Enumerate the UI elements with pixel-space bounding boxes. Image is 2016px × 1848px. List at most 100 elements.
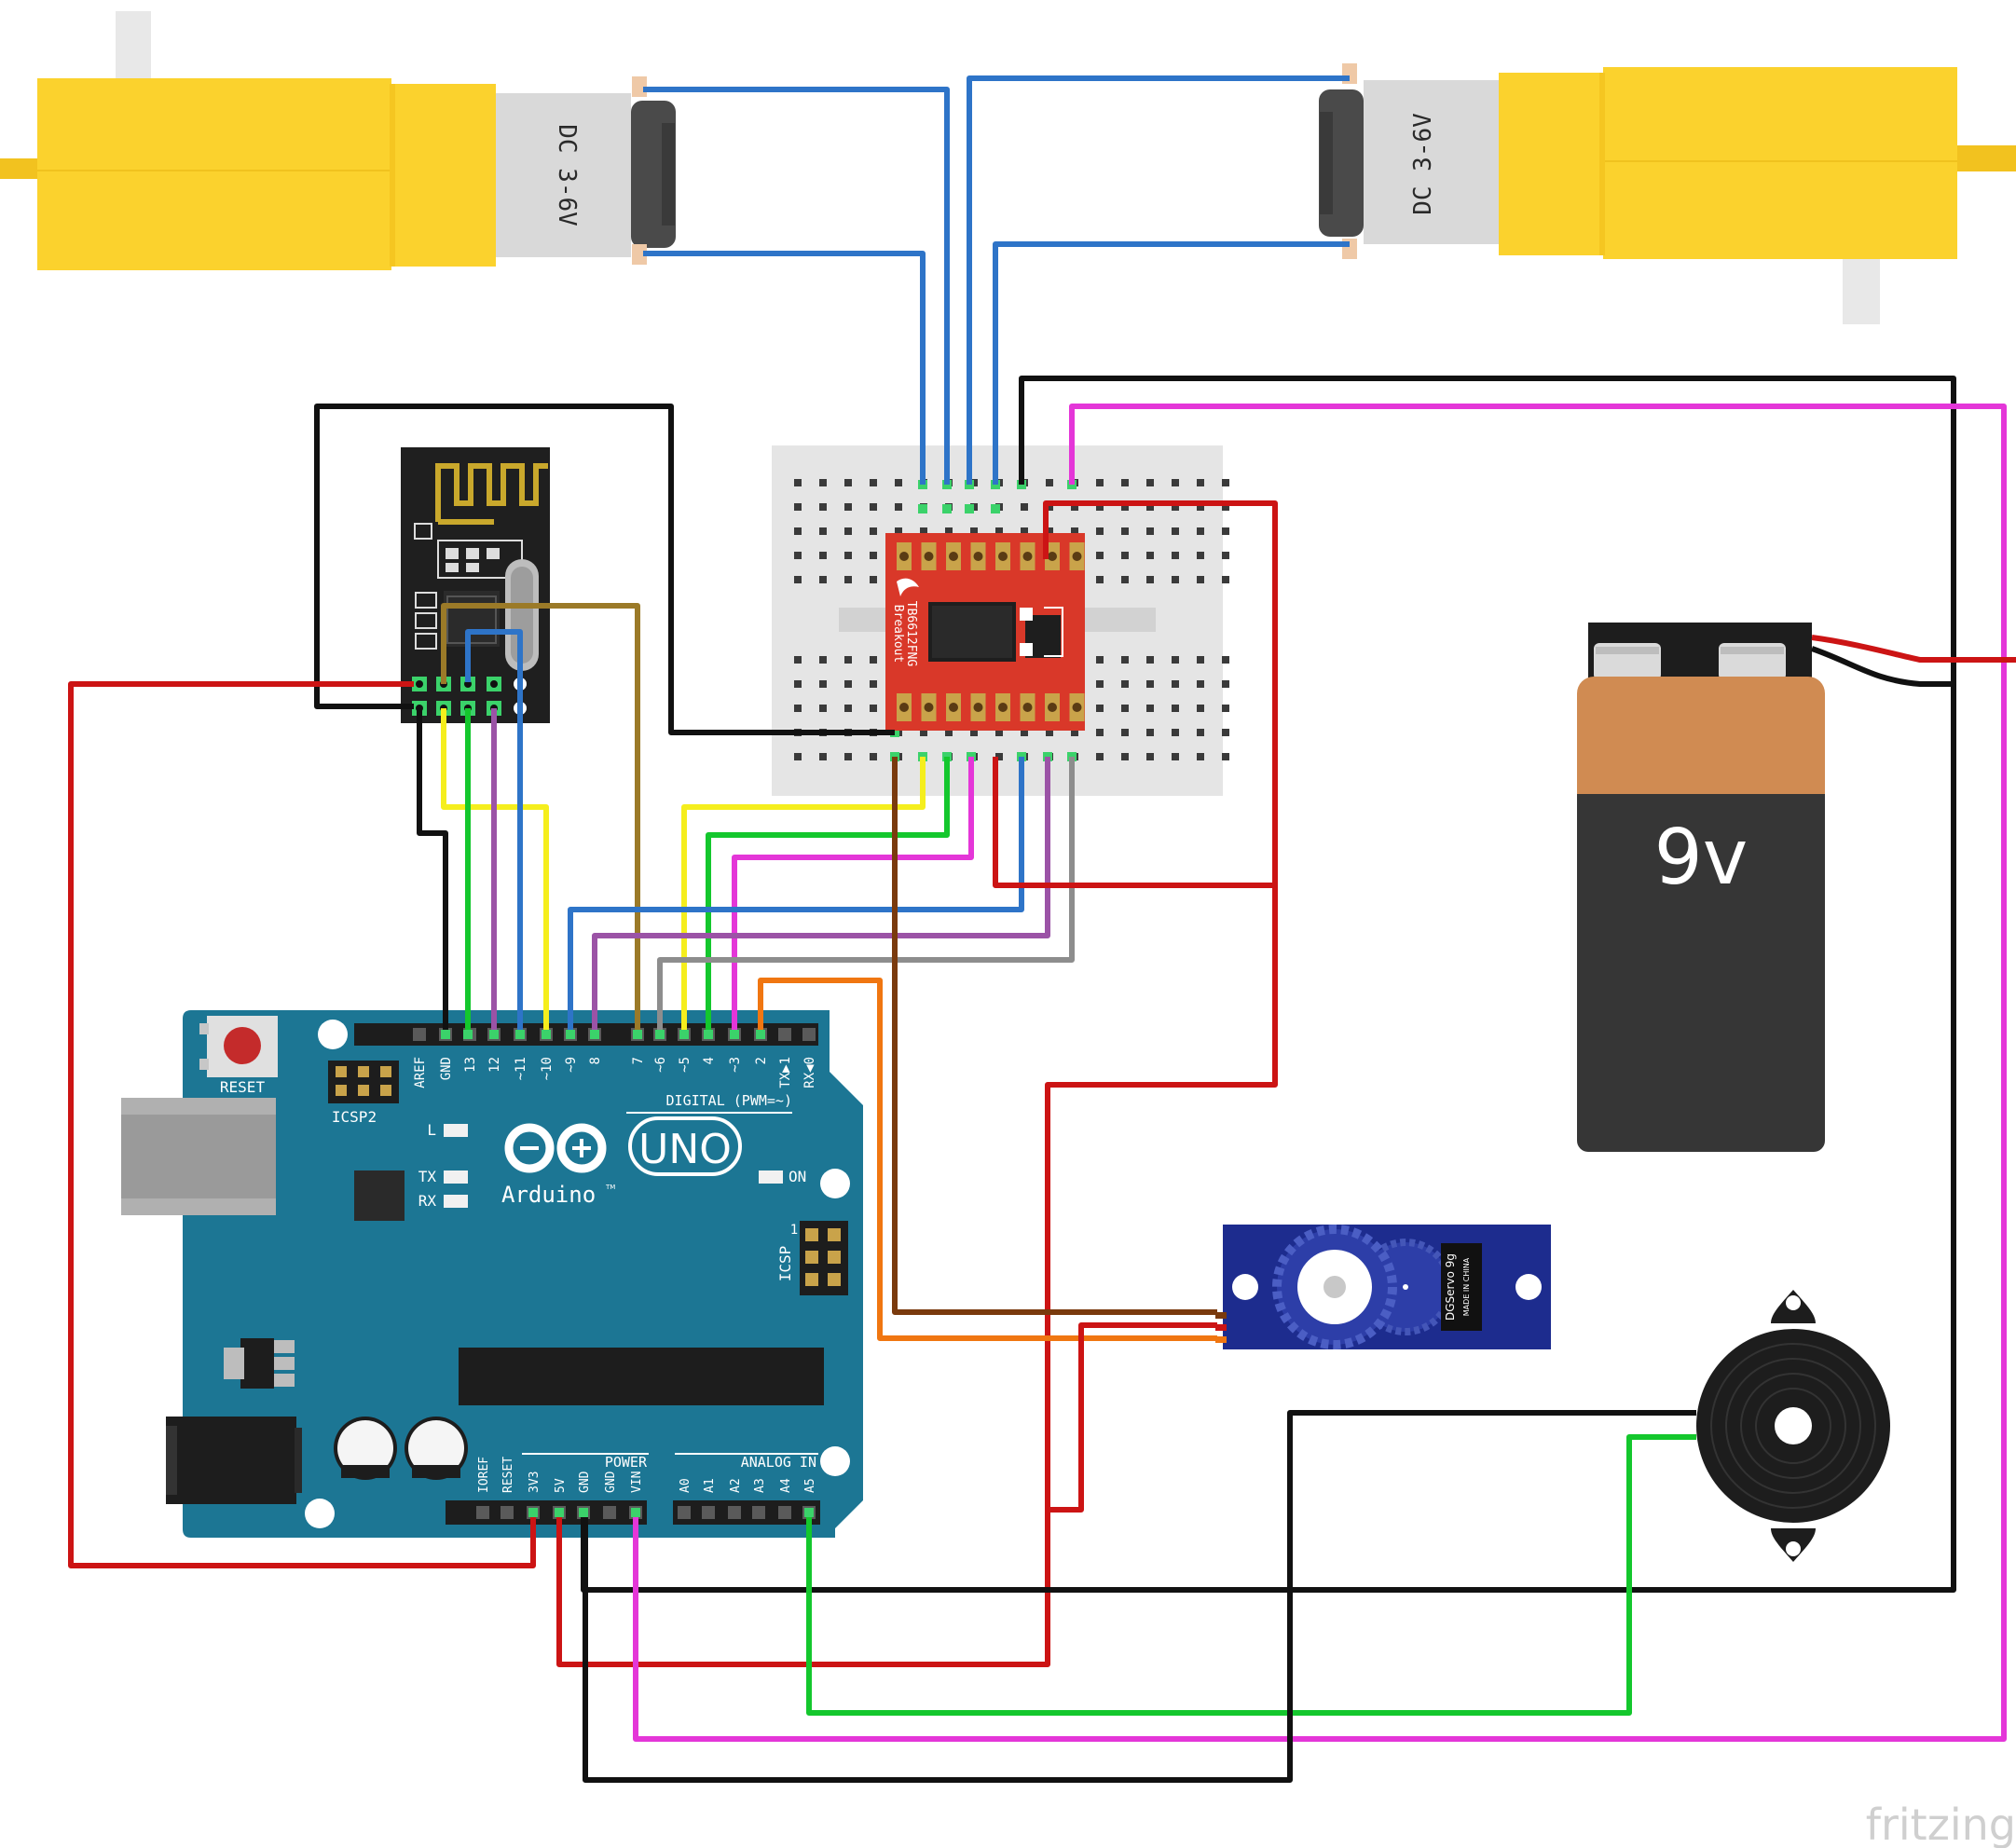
breadboard-hole (995, 527, 1003, 535)
breadboard-hole (1121, 576, 1129, 583)
icsp-pin (828, 1273, 841, 1286)
analog-pin-label: A4 (779, 1478, 793, 1493)
power-label: POWER (605, 1454, 648, 1471)
driver-pin-hole (899, 552, 909, 561)
breadboard-hole (1046, 479, 1053, 486)
wire-endpoint (655, 1030, 665, 1039)
digital-header-pin (802, 1028, 816, 1041)
wire-endpoint (463, 1030, 473, 1039)
nrf24l01-module (401, 447, 550, 723)
breadboard-hole (794, 656, 802, 664)
breadboard-hole (870, 527, 877, 535)
digital-pin-label: GND (439, 1057, 454, 1080)
wire-right-motor-b (993, 241, 1350, 485)
breadboard-hole (1146, 527, 1154, 535)
analog-pin-label: A3 (753, 1478, 767, 1493)
breadboard-hole (870, 753, 877, 760)
digital-pin-label: AREF (413, 1057, 428, 1088)
breadboard-hole (995, 729, 1003, 736)
breadboard-hole (1121, 680, 1129, 688)
wire-servo-gnd (892, 757, 1217, 1315)
breadboard-hole (1146, 576, 1154, 583)
breadboard-hole (1121, 527, 1129, 535)
breadboard-hole (1197, 552, 1204, 559)
breadboard-hole (1222, 656, 1229, 664)
breadboard-hole (970, 729, 978, 736)
digital-pin-label: ~5 (678, 1057, 693, 1073)
breadboard-hole (794, 527, 802, 535)
battery-label: 9v (1654, 814, 1749, 902)
breadboard-hole-active (965, 504, 974, 513)
power-pin-label: 5V (554, 1478, 568, 1493)
icsp-pin (805, 1251, 818, 1264)
driver-pin-hole (1022, 552, 1033, 561)
right-dc-motor: DC 3-6V (1319, 63, 2016, 324)
breadboard-hole (1197, 680, 1204, 688)
breadboard-hole (1172, 479, 1179, 486)
breadboard-hole (844, 656, 852, 664)
breadboard-hole (1146, 705, 1154, 712)
breadboard-hole (1172, 576, 1179, 583)
digital-pin-label: TX▶1 (778, 1057, 793, 1088)
wires (68, 75, 2016, 1783)
wire-nrf-sck (465, 629, 523, 1034)
wire-endpoint (631, 1508, 640, 1517)
wire-driver-ain2 (706, 757, 950, 1034)
breadboard-hole (1172, 503, 1179, 511)
analog-header-pin (728, 1506, 741, 1519)
wire-buzzer-gnd (583, 1410, 1696, 1783)
digital-pin-label: ~6 (653, 1057, 668, 1073)
uno-label: UNO (638, 1126, 732, 1173)
breadboard-hole (819, 656, 827, 664)
icsp2-pin (358, 1066, 369, 1077)
digital-pin-label: 12 (487, 1057, 502, 1073)
breadboard-hole (895, 479, 902, 486)
digital-pin-label: 8 (588, 1057, 603, 1064)
breadboard-hole (870, 705, 877, 712)
breadboard-hole (1096, 705, 1104, 712)
driver-pin-hole (949, 552, 958, 561)
breadboard-hole (870, 576, 877, 583)
right-motor-label: DC 3-6V (1409, 113, 1437, 215)
wire-driver-bin2 (592, 757, 1050, 1034)
analog-header-pin (778, 1506, 791, 1519)
analog-header-pin (678, 1506, 691, 1519)
arduino-logo (504, 1116, 742, 1176)
wire-endpoint (542, 1030, 551, 1039)
breadboard-hole (1071, 527, 1078, 535)
analog-pin-label: A2 (729, 1478, 743, 1493)
breadboard-hole (1197, 576, 1204, 583)
breadboard-hole (870, 680, 877, 688)
wire-driver-vcc (993, 500, 1278, 888)
breadboard-hole (1197, 656, 1204, 664)
servo-label-line1: DGServo 9g (1444, 1253, 1457, 1321)
left-motor-label: DC 3-6V (553, 124, 581, 226)
breadboard-hole (1071, 729, 1078, 736)
breadboard-hole (995, 753, 1003, 760)
icsp2-label: ICSP2 (332, 1108, 377, 1126)
breadboard-hole (1146, 729, 1154, 736)
driver-pin-hole (899, 703, 909, 712)
breadboard-hole (1046, 503, 1053, 511)
breadboard-hole (794, 680, 802, 688)
fritzing-watermark: fritzing (1866, 1800, 2016, 1848)
wire-endpoint (633, 1030, 642, 1039)
breadboard-hole (1222, 680, 1229, 688)
breadboard-hole (1222, 552, 1229, 559)
breadboard-hole (945, 729, 953, 736)
breadboard-hole (844, 527, 852, 535)
power-pin-label: GND (578, 1471, 592, 1493)
breadboard-hole (1096, 729, 1104, 736)
rx-label: RX (418, 1192, 437, 1210)
icsp-label: ICSP (776, 1246, 794, 1282)
wire-servo-signal (758, 978, 1217, 1341)
breadboard-hole (794, 705, 802, 712)
breadboard-hole (945, 527, 953, 535)
breadboard-hole (1121, 552, 1129, 559)
wire-endpoint (704, 1030, 713, 1039)
arduino-tm: TM (605, 1184, 615, 1191)
breadboard-hole (844, 479, 852, 486)
breadboard-hole (1096, 527, 1104, 535)
breadboard-hole (1096, 656, 1104, 664)
breadboard-hole (1197, 729, 1204, 736)
